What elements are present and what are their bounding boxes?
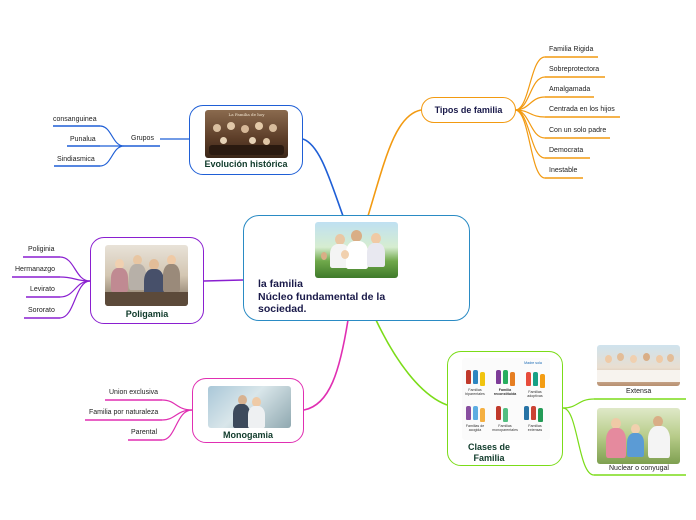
info-label-reconstituida: Familia reconstituida xyxy=(493,388,517,396)
leaf-poliginia[interactable]: Poliginia xyxy=(28,246,55,253)
leaf-sororato[interactable]: Sororato xyxy=(28,307,55,314)
link-center-tipos xyxy=(367,109,422,217)
clases-title-line-2: Familia xyxy=(473,453,505,463)
leaf-democrata[interactable]: Democrata xyxy=(549,147,584,154)
nuclear-photo xyxy=(597,408,680,464)
leaf-familia-por-naturaleza[interactable]: Familia por naturaleza xyxy=(89,409,159,416)
node-clases-de-familia[interactable]: Madre sola Familias biparentales Familia… xyxy=(447,351,563,466)
central-topic-node[interactable] xyxy=(243,215,470,321)
leaf-inestable[interactable]: Inestable xyxy=(549,167,578,174)
leaf-sindiasmica[interactable]: Sindiasmica xyxy=(57,156,95,163)
link-center-evolucion xyxy=(302,138,344,217)
leaf-hermanazgo[interactable]: Hermanazgo xyxy=(15,266,56,273)
node-tipos-de-familia[interactable]: Tipos de familia xyxy=(421,97,516,123)
clases-title-line-1: Clases de xyxy=(467,442,511,452)
historic-family-photo: La Familia de hoy xyxy=(205,110,288,158)
leaf-amalgamada[interactable]: Amalgamada xyxy=(549,86,591,93)
info-label-acogida: Familias de acogida xyxy=(465,424,485,432)
leaf-levirato[interactable]: Levirato xyxy=(30,286,55,293)
extensa-photo xyxy=(597,345,680,386)
leaf-consanguinea[interactable]: consanguinea xyxy=(53,116,97,123)
clases-infographic: Madre sola Familias biparentales Familia… xyxy=(462,358,550,440)
leaf-union-exclusiva[interactable]: Union exclusiva xyxy=(109,389,159,396)
leaf-con-un-solo-padre[interactable]: Con un solo padre xyxy=(549,127,607,134)
info-label-extensas: Familias extensas xyxy=(527,424,543,432)
link-center-poligamia xyxy=(203,279,244,282)
info-label-madre-sola: Madre sola xyxy=(524,361,542,365)
info-label-adoptivas: Familias adoptivas xyxy=(527,390,543,398)
clases-title: Clases de Familia xyxy=(454,442,524,464)
monogamia-title: Monogamia xyxy=(222,430,273,440)
leaf-extensa[interactable]: Extensa xyxy=(626,388,652,395)
central-family-photo xyxy=(315,222,398,278)
node-poligamia[interactable]: Poligamia xyxy=(90,237,204,324)
monogamia-photo xyxy=(208,386,291,428)
link-center-clases xyxy=(375,319,448,406)
leaf-parental[interactable]: Parental xyxy=(131,429,158,436)
leaf-punalua[interactable]: Punalua xyxy=(70,136,96,143)
node-monogamia[interactable]: Monogamia xyxy=(192,378,304,443)
link-center-monogamia xyxy=(303,319,349,411)
central-title-line-3: sociedad. xyxy=(258,303,307,315)
leaf-grupos[interactable]: Grupos xyxy=(131,135,154,142)
central-topic-title: la familia Núcleo fundamental de la soci… xyxy=(258,278,458,316)
leaf-sobreprotectora[interactable]: Sobreprotectora xyxy=(549,66,600,73)
leaf-centrada-en-los-hijos[interactable]: Centrada en los hijos xyxy=(549,106,615,113)
info-label-biparentales: Familias biparentales xyxy=(465,388,485,396)
central-title-line-2: Núcleo fundamental de la xyxy=(258,290,386,303)
central-title-line-1: la familia xyxy=(258,278,303,290)
tipos-title: Tipos de familia xyxy=(434,105,503,115)
leaf-nuclear-o-conyugal[interactable]: Nuclear o conyugal xyxy=(609,465,669,472)
leaf-familia-rigida[interactable]: Familia Rigida xyxy=(549,46,594,53)
poligamia-title: Poligamia xyxy=(125,309,169,319)
historic-photo-caption: La Familia de hoy xyxy=(228,112,265,117)
info-label-monoparentales: Familias monoparentales xyxy=(492,424,518,432)
evolucion-title: Evolución histórica xyxy=(204,159,288,169)
poligamia-photo xyxy=(105,245,188,306)
node-evolucion-historica[interactable]: La Familia de hoy Evolución histórica xyxy=(189,105,303,175)
